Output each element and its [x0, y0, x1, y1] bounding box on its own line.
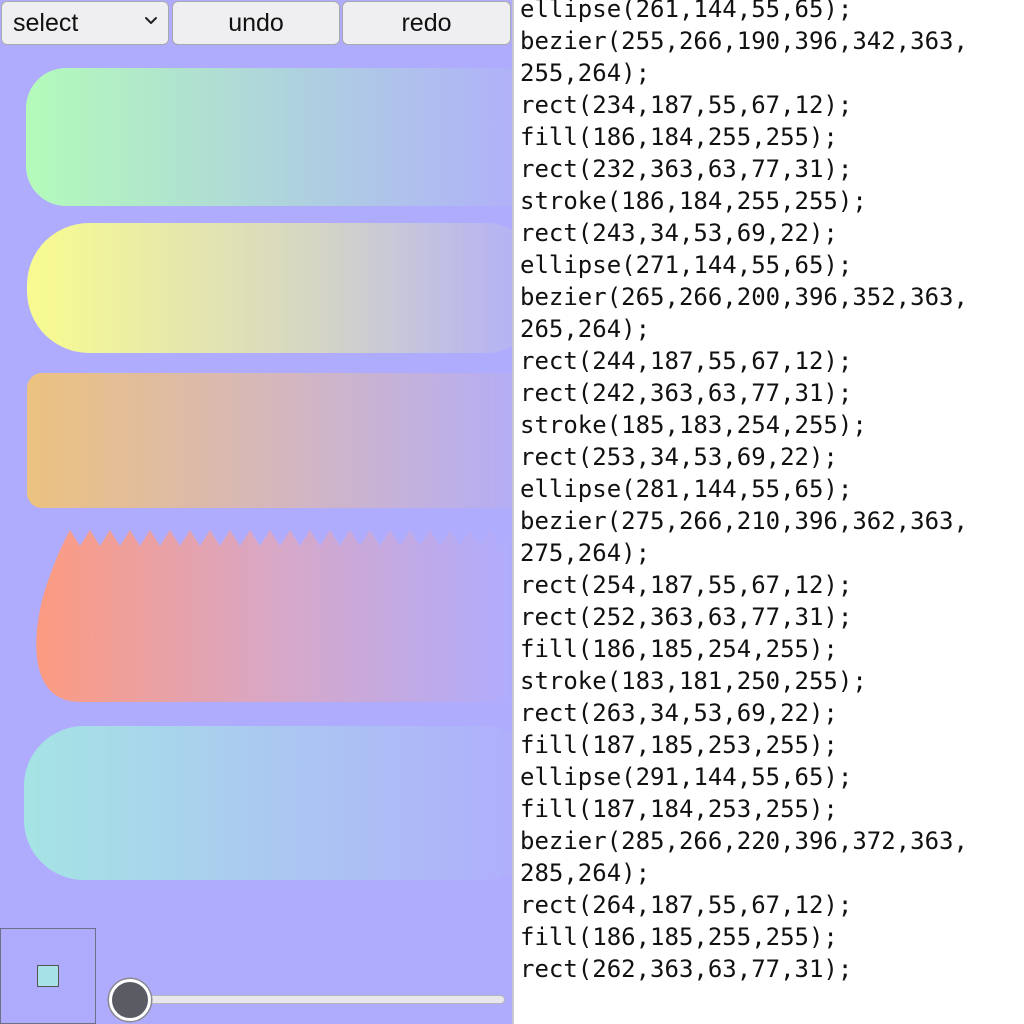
- color-swatch[interactable]: [37, 965, 59, 987]
- code-line: fill(186,184,255,255);: [520, 123, 838, 151]
- code-line: ellipse(291,144,55,65);: [520, 763, 853, 791]
- code-line: rect(232,363,63,77,31);: [520, 155, 853, 183]
- code-line: rect(243,34,53,69,22);: [520, 219, 838, 247]
- color-swatch-box[interactable]: [0, 928, 96, 1024]
- code-line: bezier(255,266,190,396,342,363,: [520, 27, 968, 55]
- redo-button-label: redo: [401, 8, 452, 37]
- tool-select-dropdown[interactable]: select: [1, 1, 169, 45]
- code-line: 255,264);: [520, 59, 651, 87]
- chevron-down-icon: [145, 17, 157, 24]
- code-line: rect(264,187,55,67,12);: [520, 891, 853, 919]
- code-line: rect(242,363,63,77,31);: [520, 379, 853, 407]
- code-line: ellipse(261,144,55,65);: [520, 0, 853, 23]
- code-line: rect(262,363,63,77,31);: [520, 955, 853, 983]
- code-line: 275,264);: [520, 539, 651, 567]
- code-line: ellipse(281,144,55,65);: [520, 475, 853, 503]
- undo-button-label: undo: [228, 8, 284, 37]
- code-line: rect(253,34,53,69,22);: [520, 443, 838, 471]
- code-line: 285,264);: [520, 859, 651, 887]
- code-line: fill(187,184,253,255);: [520, 795, 838, 823]
- drawing-canvas[interactable]: [0, 0, 512, 1024]
- code-line: bezier(285,266,220,396,372,363,: [520, 827, 968, 855]
- redo-button[interactable]: redo: [342, 1, 511, 45]
- toolbar: select undo redo: [0, 0, 512, 48]
- code-line: fill(186,185,255,255);: [520, 923, 838, 951]
- shape-band-green: [26, 68, 512, 206]
- code-line: rect(252,363,63,77,31);: [520, 603, 853, 631]
- shape-band-yellow: [27, 223, 512, 353]
- shape-band-cyan: [24, 726, 512, 880]
- tool-select-label: select: [13, 8, 79, 37]
- code-listing: ellipse(261,144,55,65); bezier(255,266,19…: [520, 0, 1020, 985]
- panel-divider: [512, 0, 514, 1024]
- slider-track[interactable]: [129, 995, 505, 1004]
- code-line: fill(186,185,254,255);: [520, 635, 838, 663]
- code-line: ellipse(271,144,55,65);: [520, 251, 853, 279]
- code-line: rect(254,187,55,67,12);: [520, 571, 853, 599]
- drawing-panel: select undo redo: [0, 0, 512, 1024]
- code-line: rect(244,187,55,67,12);: [520, 347, 853, 375]
- code-line: 265,264);: [520, 315, 651, 343]
- code-line: bezier(275,266,210,396,362,363,: [520, 507, 968, 535]
- undo-button[interactable]: undo: [172, 1, 340, 45]
- code-line: fill(187,185,253,255);: [520, 731, 838, 759]
- code-line: stroke(185,183,254,255);: [520, 411, 867, 439]
- code-line: stroke(186,184,255,255);: [520, 187, 867, 215]
- code-line: stroke(183,181,250,255);: [520, 667, 867, 695]
- code-line: bezier(265,266,200,396,352,363,: [520, 283, 968, 311]
- code-line: rect(263,34,53,69,22);: [520, 699, 838, 727]
- slider-thumb[interactable]: [109, 979, 151, 1021]
- shape-band-salmon: [36, 530, 512, 702]
- code-line: rect(234,187,55,67,12);: [520, 91, 853, 119]
- shape-band-orange: [27, 373, 512, 508]
